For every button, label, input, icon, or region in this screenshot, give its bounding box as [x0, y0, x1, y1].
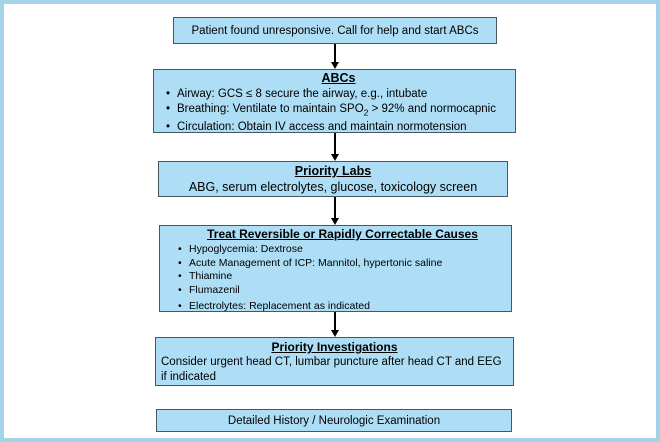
final-step-text: Detailed History / Neurologic Examinatio… [227, 414, 441, 427]
start-step-text: Patient found unresponsive. Call for hel… [191, 24, 479, 37]
list-item: Circulation: Obtain IV access and mainta… [166, 120, 511, 135]
treat-causes-bullet-list: Hypoglycemia: Dextrose Acute Management … [178, 243, 507, 314]
abcs-title: ABCs [321, 71, 356, 85]
arrow-down-icon [330, 197, 339, 225]
arrow-head [330, 218, 339, 225]
priority-investigations-title: Priority Investigations [271, 340, 398, 354]
abcs-breathing-text-cont: > 92% and normocapnic [368, 103, 496, 115]
list-item: Electrolytes: Replacement as indicated [178, 300, 507, 314]
cause-thiamine-text: Thiamine [189, 270, 233, 282]
flowchart-box-start: Patient found unresponsive. Call for hel… [173, 17, 497, 44]
arrow-head [330, 62, 339, 69]
list-item: Airway: GCS ≤ 8 secure the airway, e.g.,… [166, 87, 511, 102]
arrow-shaft [333, 133, 336, 154]
list-item: Thiamine [178, 270, 507, 284]
cause-icp-text: Acute Management of ICP: Mannitol, hyper… [189, 256, 443, 269]
treat-causes-title: Treat Reversible or Rapidly Correctable … [207, 227, 478, 241]
abcs-breathing-text: Breathing: Ventilate to maintain SPO [177, 103, 364, 115]
flowchart-box-abcs: ABCs Airway: GCS ≤ 8 secure the airway, … [153, 69, 516, 135]
arrow-down-icon [330, 133, 339, 161]
list-item: Acute Management of ICP: Mannitol, hyper… [178, 257, 507, 271]
priority-labs-title: Priority Labs [294, 164, 372, 178]
flowchart-box-final: Detailed History / Neurologic Examinatio… [156, 409, 512, 432]
list-item: Flumazenil [178, 284, 507, 298]
arrow-down-icon [330, 312, 339, 337]
cause-electrolytes-text: Electrolytes: Replacement as indicated [189, 300, 370, 312]
arrow-down-icon [330, 44, 339, 69]
flowchart-box-priority-labs: Priority Labs ABG, serum electrolytes, g… [158, 161, 508, 197]
arrow-head [330, 154, 339, 161]
arrow-shaft [333, 44, 336, 62]
priority-investigations-body: Consider urgent head CT, lumbar puncture… [161, 356, 502, 383]
list-item: Breathing: Ventilate to maintain SPO2 > … [166, 102, 511, 120]
priority-labs-body: ABG, serum electrolytes, glucose, toxico… [188, 180, 478, 194]
abcs-circulation-text: Circulation: Obtain IV access and mainta… [177, 121, 467, 134]
abcs-airway-text: Airway: GCS ≤ 8 secure the airway, e.g.,… [177, 88, 428, 100]
list-item: Hypoglycemia: Dextrose [178, 243, 507, 257]
flowchart-box-priority-investigations: Priority Investigations Consider urgent … [155, 337, 514, 386]
arrow-head [330, 330, 339, 337]
cause-hypoglycemia-text: Hypoglycemia: Dextrose [189, 243, 303, 255]
spo2-subscript: 2 [363, 107, 369, 118]
arrow-shaft [333, 197, 336, 218]
cause-flumazenil-text: Flumazenil [189, 283, 240, 296]
arrow-shaft [333, 312, 336, 330]
flowchart-box-treat-causes: Treat Reversible or Rapidly Correctable … [159, 225, 512, 314]
abcs-bullet-list: Airway: GCS ≤ 8 secure the airway, e.g.,… [166, 87, 511, 135]
